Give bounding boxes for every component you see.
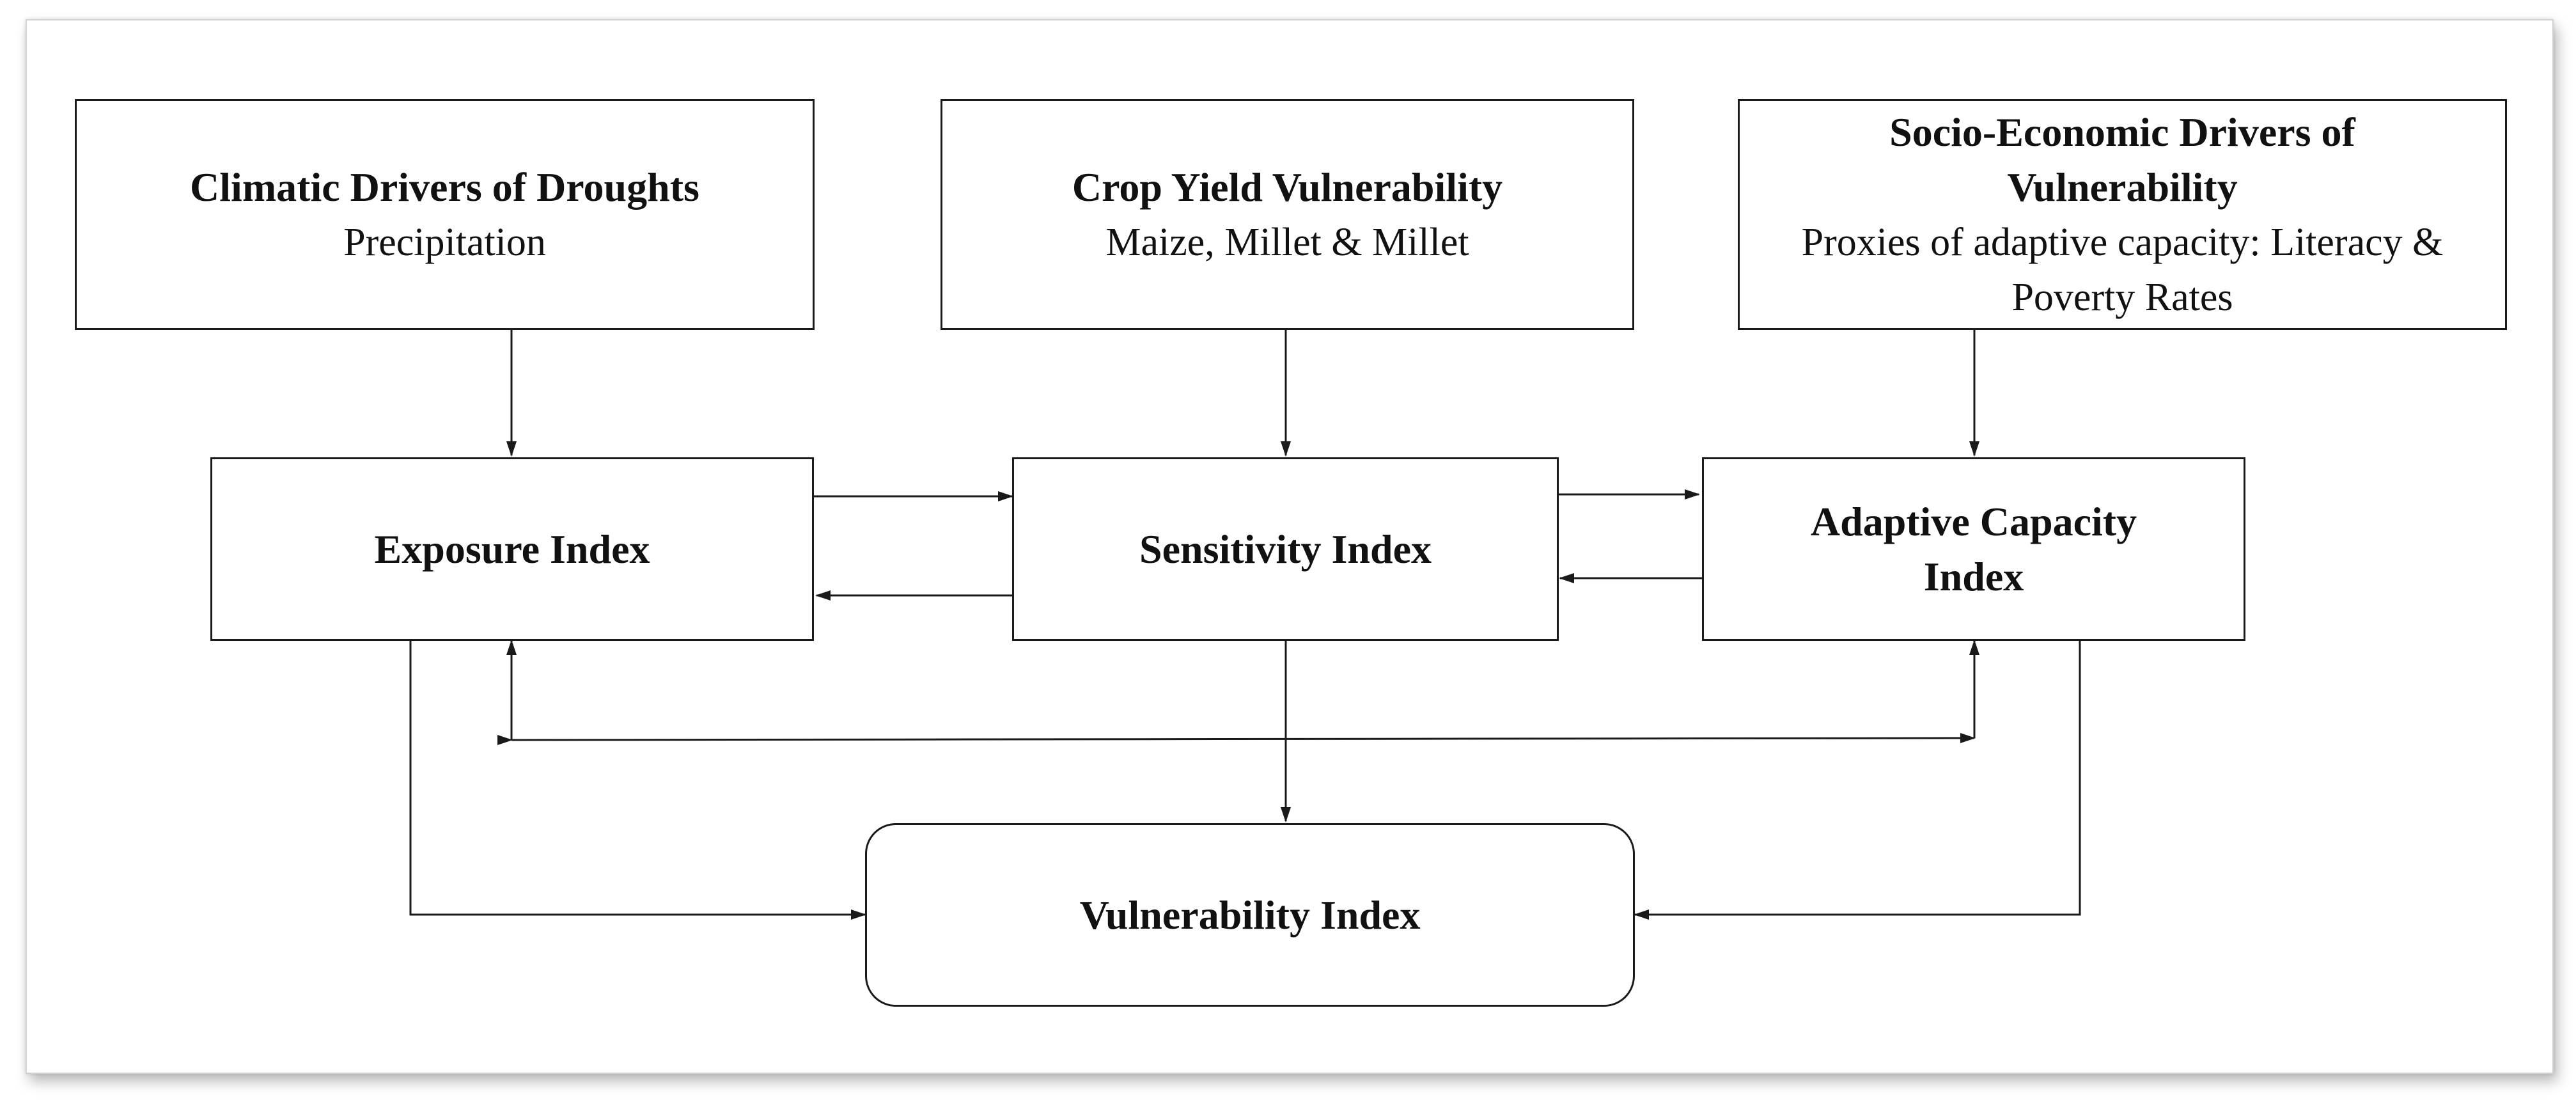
- climatic-drivers-box: Climatic Drivers of Droughts Precipitati…: [75, 99, 815, 330]
- climatic-drivers-subtitle: Precipitation: [343, 220, 546, 264]
- adaptive-capacity-title: Adaptive Capacity Index: [1810, 498, 2137, 599]
- exposure-index-title: Exposure Index: [374, 526, 650, 572]
- vulnerability-index-box: Vulnerability Index: [865, 823, 1635, 1007]
- vulnerability-index-title: Vulnerability Index: [1079, 892, 1421, 938]
- crop-yield-box: Crop Yield Vulnerability Maize, Millet &…: [941, 99, 1634, 330]
- socio-economic-box: Socio-Economic Drivers of Vulnerability …: [1738, 99, 2507, 330]
- crop-yield-title: Crop Yield Vulnerability: [1072, 164, 1503, 210]
- socio-economic-subtitle: Proxies of adaptive capacity: Literacy &…: [1801, 220, 2444, 319]
- adaptive-capacity-box: Adaptive Capacity Index: [1702, 457, 2245, 641]
- sensitivity-index-box: Sensitivity Index: [1012, 457, 1559, 641]
- exposure-index-box: Exposure Index: [210, 457, 814, 641]
- crop-yield-subtitle: Maize, Millet & Millet: [1105, 220, 1469, 264]
- climatic-drivers-title: Climatic Drivers of Droughts: [190, 164, 699, 210]
- socio-economic-title: Socio-Economic Drivers of Vulnerability: [1889, 109, 2355, 210]
- sensitivity-index-title: Sensitivity Index: [1139, 526, 1432, 572]
